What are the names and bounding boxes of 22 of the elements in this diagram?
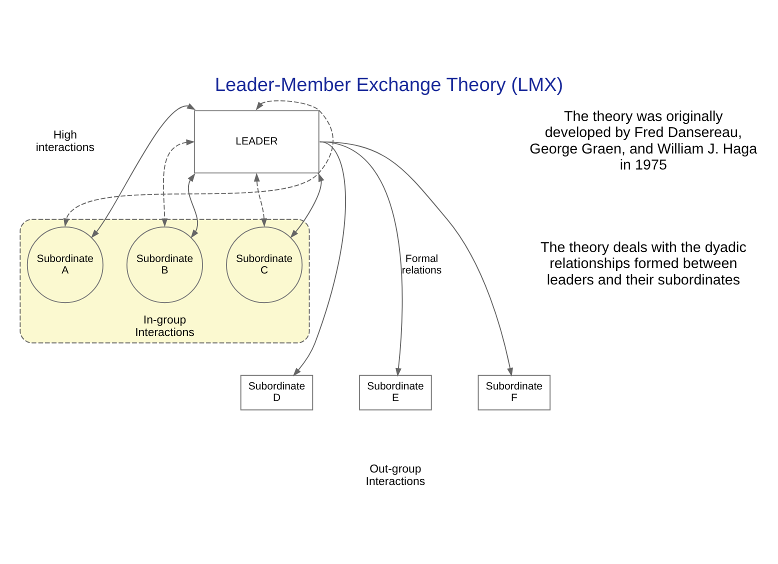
node-box: LEADER [194, 110, 320, 173]
label: High interactions [36, 129, 95, 154]
arrow [292, 140, 346, 376]
label: The theory was originally developed by Fred Dansereau, George Graen, and William J. Haga in 1975 [530, 108, 758, 174]
node-circle: Subordinate A [26, 226, 104, 303]
arrow [63, 100, 334, 227]
label: Out-group Interactions [366, 463, 426, 488]
label: The theory deals with the dyadic relationships formed between leaders and their subordinates [540, 239, 746, 288]
arrow [254, 172, 268, 227]
node-box: Subordinate D [240, 374, 314, 410]
arrow [319, 140, 403, 376]
arrow [91, 102, 196, 238]
node-circle: Subordinate B [126, 226, 204, 303]
node-circle: Subordinate C [226, 226, 303, 303]
arrow [188, 172, 198, 238]
arrow [162, 138, 195, 227]
node-box: Subordinate F [478, 374, 551, 410]
node-box: Subordinate E [359, 374, 432, 410]
edge-label: Formal relations [402, 252, 442, 276]
arrow [290, 172, 324, 238]
diagram-title: Leader-Member Exchange Theory (LMX) [214, 74, 564, 96]
arrow [319, 140, 513, 376]
